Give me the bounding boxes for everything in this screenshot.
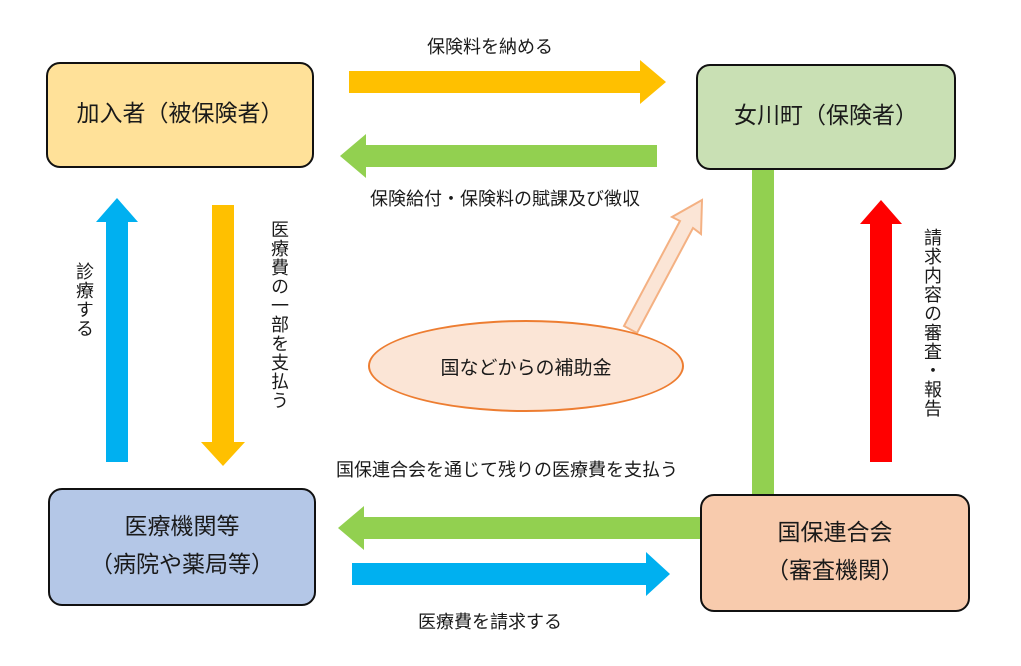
bill-medical-arrow [352,552,670,596]
federation-label: 国保連合会 [777,520,893,547]
insurer-label: 女川町（保険者） [734,103,918,130]
copay-arrow [201,205,245,466]
consultation-arrow [96,198,138,462]
review-report-label: 請求内容の審査・報告 [921,228,942,418]
pay-remaining-arrow [338,506,700,550]
medical-institution-sublabel: （病院や薬局等） [90,552,274,578]
benefit-arrow [340,134,657,178]
medical-institution-label: 医療機関等 [124,514,240,541]
consultation-label: 診療する [73,262,94,338]
pay-premium-label: 保険料を納める [427,37,553,58]
insurer-federation-connector [752,170,774,494]
benefit-levy-label: 保険給付・保険料の賦課及び徴収 [370,189,640,210]
medical-institution-box: 医療機関等 （病院や薬局等） [48,488,316,606]
federation-sublabel: （審査機関） [766,558,904,584]
bill-medical-label: 医療費を請求する [418,612,562,633]
subsidy-arrow [622,198,704,335]
review-report-arrow [860,200,902,462]
subsidy-ellipse: 国などからの補助金 [368,320,684,412]
pay-premium-arrow [349,60,666,104]
subscriber-label: 加入者（被保険者） [76,101,284,128]
federation-box: 国保連合会 （審査機関） [700,494,970,612]
insurer-box: 女川町（保険者） [696,64,956,170]
pay-remaining-label: 国保連合会を通じて残りの医療費を支払う [336,460,678,481]
copay-label: 医療費の一部を支払う [268,220,289,410]
subscriber-box: 加入者（被保険者） [46,62,314,168]
subsidy-label: 国などからの補助金 [440,356,612,379]
